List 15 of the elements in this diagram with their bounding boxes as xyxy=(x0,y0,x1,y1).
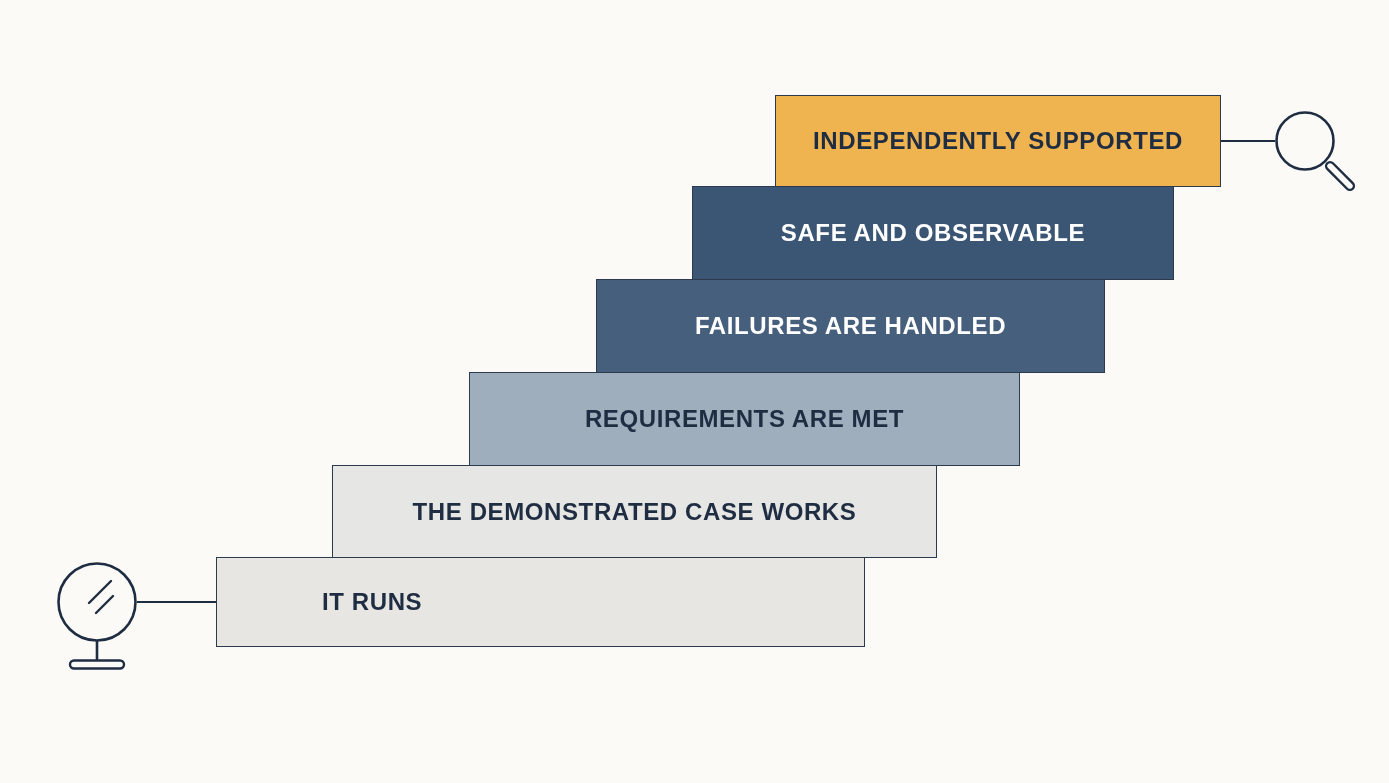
step-box xyxy=(596,279,1105,373)
step-label: INDEPENDENTLY SUPPORTED xyxy=(813,127,1183,155)
step-label: FAILURES ARE HANDLED xyxy=(694,312,1007,340)
step-label: IT RUNS xyxy=(322,588,423,616)
mirror-icon xyxy=(57,562,137,670)
connector-line xyxy=(136,601,217,603)
step-label: REQUIREMENTS ARE MET xyxy=(584,405,905,433)
connector-line xyxy=(1220,140,1276,142)
step-box xyxy=(332,465,937,558)
step-label: SAFE AND OBSERVABLE xyxy=(780,219,1086,247)
step-box xyxy=(692,186,1174,280)
step-box xyxy=(469,372,1020,466)
step-box xyxy=(216,557,865,647)
step-box xyxy=(775,95,1221,187)
step-label: THE DEMONSTRATED CASE WORKS xyxy=(412,497,857,526)
